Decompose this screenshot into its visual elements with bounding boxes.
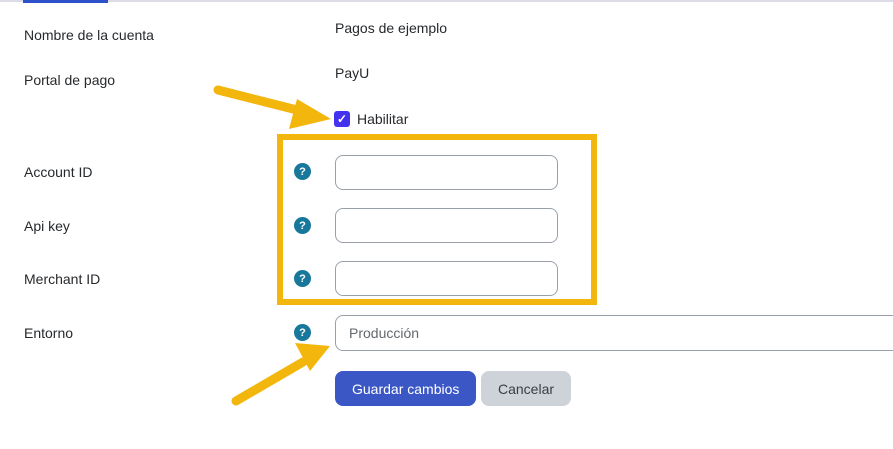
arrow-to-enable-checkbox [213, 85, 331, 129]
merchant-id-help-icon[interactable]: ? [294, 270, 311, 287]
api-key-input[interactable] [335, 208, 558, 243]
arrow-to-environment-select [231, 343, 330, 406]
check-icon: ✓ [336, 112, 348, 126]
merchant-id-input[interactable] [335, 261, 558, 296]
portal-value: PayU [335, 65, 370, 81]
account-id-input[interactable] [335, 155, 558, 190]
enable-checkbox[interactable]: ✓ [334, 111, 350, 127]
account-name-label: Nombre de la cuenta [24, 27, 154, 43]
tab-bar-divider [0, 0, 893, 2]
save-button[interactable]: Guardar cambios [335, 371, 477, 406]
environment-help-icon[interactable]: ? [294, 324, 311, 341]
api-key-help-icon[interactable]: ? [294, 217, 311, 234]
portal-label: Portal de pago [24, 72, 116, 88]
environment-selected-option: Producción [349, 325, 420, 341]
account-id-label: Account ID [24, 164, 93, 180]
api-key-label: Api key [24, 218, 70, 234]
enable-checkbox-label: Habilitar [357, 111, 409, 127]
cancel-button[interactable]: Cancelar [481, 371, 572, 406]
active-tab-indicator [23, 0, 108, 3]
account-id-help-icon[interactable]: ? [294, 163, 311, 180]
environment-select[interactable]: Producción [335, 315, 893, 351]
merchant-id-label: Merchant ID [24, 271, 101, 287]
account-name-value: Pagos de ejemplo [335, 20, 448, 36]
environment-label: Entorno [24, 325, 74, 341]
